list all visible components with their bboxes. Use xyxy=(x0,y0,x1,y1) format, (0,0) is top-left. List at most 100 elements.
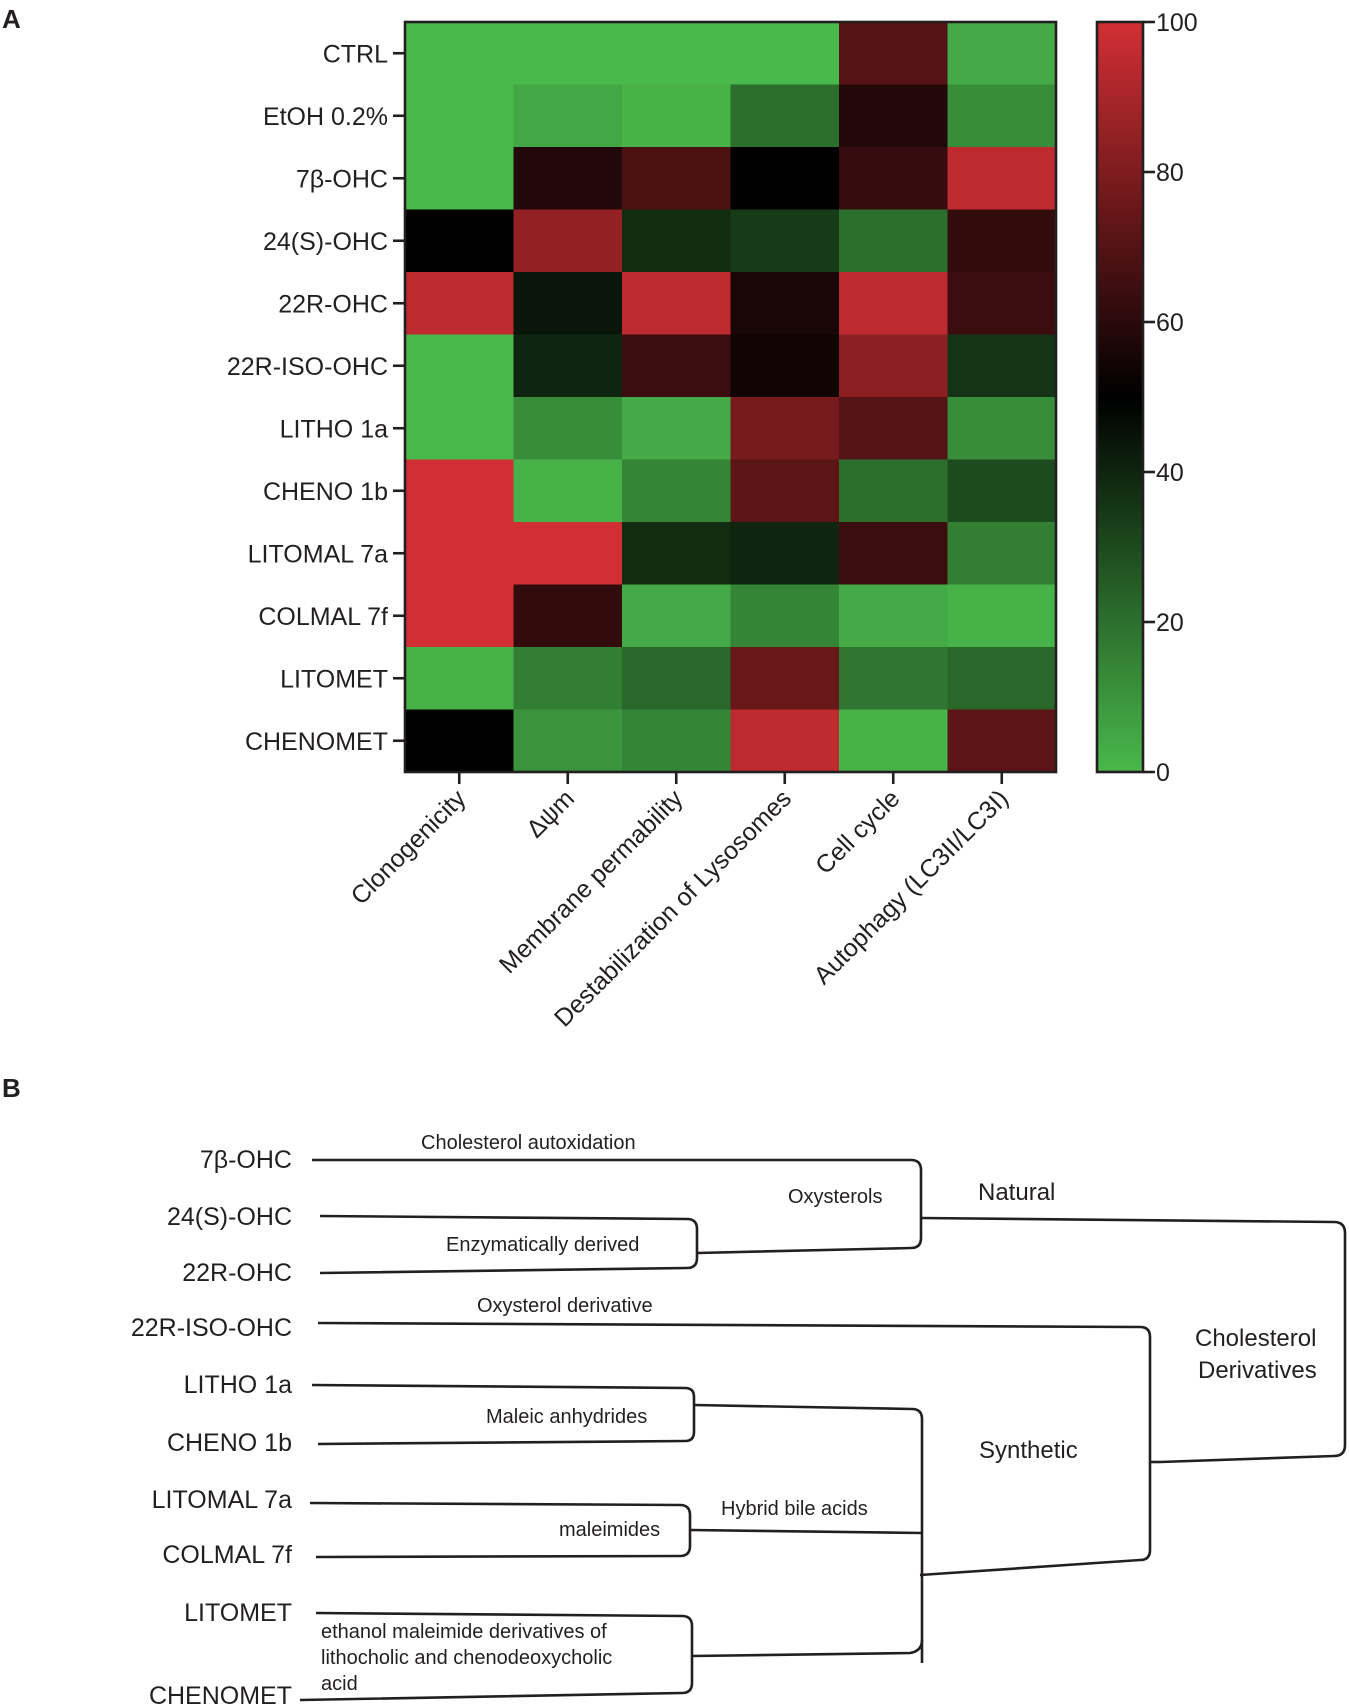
heatmap-cell xyxy=(622,459,732,523)
branch-enzymatic-up xyxy=(696,1237,923,1255)
heatmap-cell xyxy=(513,22,623,86)
heatmap-cell xyxy=(513,397,623,461)
heatmap-cell xyxy=(730,584,840,648)
label-maleimides: maleimides xyxy=(559,1519,660,1541)
branch-oxysterol-derivative xyxy=(317,1321,1152,1577)
heatmap-cell xyxy=(405,522,515,586)
heatmap-cell xyxy=(839,709,949,773)
heatmap-cell xyxy=(839,584,949,648)
heatmap-cell xyxy=(622,584,732,648)
heatmap-cell xyxy=(839,647,949,711)
heatmap-cell xyxy=(622,397,732,461)
dendrogram-leaf-label: CHENO 1b xyxy=(167,1429,292,1457)
colorbar-tick-label: 100 xyxy=(1156,9,1198,37)
label-oxysterol-derivative: Oxysterol derivative xyxy=(477,1295,653,1317)
heatmap-cell xyxy=(405,647,515,711)
heatmap-cell xyxy=(513,147,623,211)
heatmap-cell xyxy=(513,459,623,523)
heatmap-cell xyxy=(513,647,623,711)
row-label: LITHO 1a xyxy=(280,415,388,443)
row-ticks xyxy=(393,51,405,743)
heatmap-cell xyxy=(513,272,623,336)
heatmap-cell xyxy=(839,147,949,211)
colorbar-tick-label: 80 xyxy=(1156,159,1184,187)
heatmap-cell xyxy=(405,22,515,86)
heatmap-cell xyxy=(947,84,1057,148)
colorbar-tick-label: 20 xyxy=(1156,609,1184,637)
heatmap-cell xyxy=(947,397,1057,461)
heatmap-cell xyxy=(839,459,949,523)
label-synthetic: Synthetic xyxy=(979,1437,1078,1464)
heatmap-cell xyxy=(405,209,515,273)
colorbar-tick-label: 40 xyxy=(1156,459,1184,487)
dendrogram-leaf-label: LITOMAL 7a xyxy=(152,1486,292,1514)
heatmap xyxy=(405,22,1057,773)
label-ethanol-1: ethanol maleimide derivatives of xyxy=(321,1621,607,1643)
row-label: EtOH 0.2% xyxy=(263,103,388,131)
colorbar xyxy=(1095,20,1145,774)
heatmap-cell xyxy=(947,459,1057,523)
heatmap-cell xyxy=(730,647,840,711)
branch-natural xyxy=(920,1216,1347,1464)
column-label: Autophagy (LC3II/LC3I) xyxy=(808,784,1014,990)
heatmap-cell xyxy=(839,397,949,461)
heatmap-cell xyxy=(405,334,515,398)
heatmap-cell xyxy=(622,272,732,336)
branch-ethanol xyxy=(299,1611,694,1702)
heatmap-cell xyxy=(405,272,515,336)
heatmap-cell xyxy=(947,709,1057,773)
heatmap-cell xyxy=(947,522,1057,586)
row-label: LITOMET xyxy=(280,665,388,693)
heatmap-cell xyxy=(947,22,1057,86)
heatmap-cell xyxy=(513,522,623,586)
heatmap-cell xyxy=(947,147,1057,211)
row-label: LITOMAL 7a xyxy=(248,540,388,568)
dendrogram-leaf-label: LITOMET xyxy=(184,1599,292,1627)
heatmap-cell xyxy=(947,584,1057,648)
colorbar-tick-label: 0 xyxy=(1156,759,1170,787)
heatmap-cell xyxy=(622,22,732,86)
row-label: COLMAL 7f xyxy=(258,603,388,631)
label-natural: Natural xyxy=(978,1179,1055,1206)
heatmap-cell xyxy=(839,209,949,273)
label-enzymatically-derived: Enzymatically derived xyxy=(446,1234,639,1256)
heatmap-cell xyxy=(839,522,949,586)
label-ethanol-3: acid xyxy=(321,1673,358,1695)
heatmap-cell xyxy=(405,709,515,773)
heatmap-border xyxy=(403,20,1058,774)
heatmap-cell xyxy=(839,22,949,86)
column-label: Δψm xyxy=(521,784,580,843)
row-label: 22R-OHC xyxy=(278,290,388,318)
column-label: Cell cycle xyxy=(810,784,905,879)
heatmap-cell xyxy=(730,147,840,211)
heatmap-cell xyxy=(947,334,1057,398)
heatmap-cell xyxy=(730,22,840,86)
label-hybrid-bile-acids: Hybrid bile acids xyxy=(721,1498,868,1520)
row-label: 24(S)-OHC xyxy=(263,228,388,256)
dendrogram-leaf-label: 22R-ISO-OHC xyxy=(131,1314,292,1342)
heatmap-cell xyxy=(730,459,840,523)
branch-maleic xyxy=(311,1383,696,1446)
heatmap-cell xyxy=(730,709,840,773)
label-cholesterol-derivatives-2: Derivatives xyxy=(1198,1357,1317,1384)
heatmap-cell xyxy=(730,397,840,461)
heatmap-cell xyxy=(622,84,732,148)
heatmap-cell xyxy=(513,709,623,773)
dendrogram: Cholesterol autoxidation Oxysterols Enzy… xyxy=(299,1132,1347,1702)
column-label: Membrane permability xyxy=(494,784,689,979)
heatmap-cell xyxy=(622,709,732,773)
heatmap-cell xyxy=(405,397,515,461)
label-oxysterols: Oxysterols xyxy=(788,1186,882,1208)
row-label: CHENO 1b xyxy=(263,478,388,506)
heatmap-cell xyxy=(839,334,949,398)
heatmap-cell xyxy=(513,84,623,148)
dendrogram-leaf-label: 22R-OHC xyxy=(182,1259,292,1287)
dendrogram-leaf-label: COLMAL 7f xyxy=(162,1541,292,1569)
heatmap-cell xyxy=(622,647,732,711)
label-maleic-anhydrides: Maleic anhydrides xyxy=(486,1406,647,1428)
row-label: CTRL xyxy=(323,40,388,68)
row-label: 22R-ISO-OHC xyxy=(227,353,388,381)
heatmap-cell xyxy=(947,272,1057,336)
